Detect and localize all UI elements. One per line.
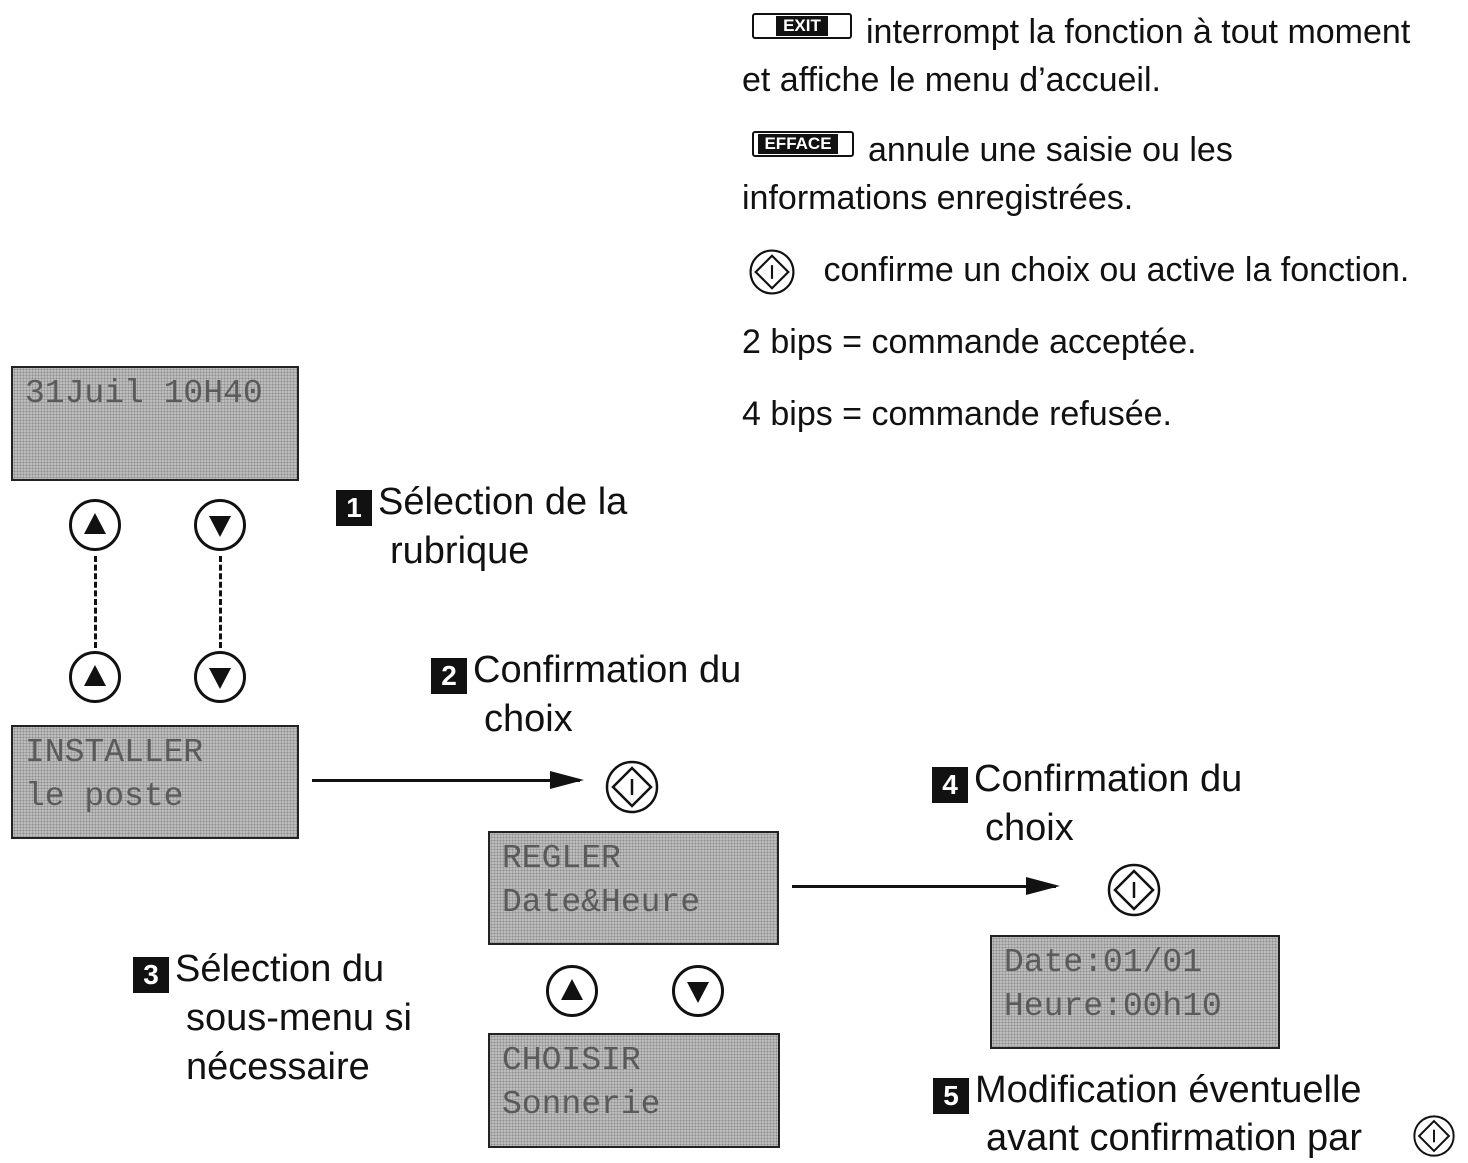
- ok-diamond-icon: [748, 248, 796, 296]
- lcd-regler-line1: REGLER: [502, 840, 621, 877]
- exit-key-icon: EXIT: [752, 13, 852, 39]
- step-4-number: 4: [932, 767, 968, 803]
- step-1-text: Sélection de la: [378, 481, 628, 523]
- step-1-text-cont: rubrique: [390, 530, 530, 572]
- step-5-text-cont: avant confirmation par: [986, 1117, 1362, 1159]
- dashed-connector-up: [94, 556, 97, 648]
- step-4-text-cont: choix: [985, 807, 1074, 849]
- lcd-regler-screen: REGLER Date&Heure: [488, 831, 779, 945]
- down-arrow-key-icon[interactable]: [671, 964, 725, 1018]
- up-arrow-key-icon[interactable]: [68, 498, 122, 552]
- up-arrow-key-icon[interactable]: [545, 964, 599, 1018]
- legend-efface-line: EFFACE annule une saisie ou les: [752, 126, 1233, 174]
- legend-exit-text-cont: et affiche le menu d’accueil.: [742, 61, 1161, 99]
- flow-arrow-1: [312, 771, 584, 789]
- step-3-text-cont: sous-menu si: [186, 997, 412, 1039]
- lcd-date-line1: Date:01/01: [1004, 944, 1203, 981]
- lcd-home-line1: 31Juil 10H40: [25, 375, 263, 412]
- step-5-text: Modification éventuelle: [975, 1069, 1362, 1111]
- lcd-choisir-line1: CHOISIR: [502, 1042, 641, 1079]
- flow-arrow-2: [792, 877, 1060, 895]
- step-3-text-cont2: nécessaire: [186, 1046, 370, 1088]
- legend-efface-text-cont: informations enregistrées.: [742, 179, 1134, 217]
- exit-key-label: EXIT: [776, 16, 828, 36]
- lcd-date-line2: Heure:00h10: [1004, 988, 1222, 1025]
- lcd-installer-line2: le poste: [25, 778, 184, 815]
- ok-diamond-icon[interactable]: [1408, 1114, 1460, 1158]
- step-2-text: Confirmation du: [473, 649, 742, 691]
- lcd-installer-screen: INSTALLER le poste: [11, 725, 299, 839]
- down-arrow-key-icon[interactable]: [193, 498, 247, 552]
- efface-key-icon: EFFACE: [752, 131, 854, 157]
- lcd-regler-line2: Date&Heure: [502, 884, 701, 921]
- step-5-number: 5: [933, 1078, 969, 1114]
- lcd-choisir-line2: Sonnerie: [502, 1086, 661, 1123]
- lcd-installer-line1: INSTALLER: [25, 734, 204, 771]
- step-2-number: 2: [431, 658, 467, 694]
- down-arrow-key-icon[interactable]: [193, 650, 247, 704]
- legend-beeps-refused: 4 bips = commande refusée.: [742, 395, 1172, 433]
- ok-diamond-icon[interactable]: [604, 759, 660, 815]
- legend-efface-text: annule une saisie ou les: [868, 131, 1233, 169]
- legend-ok-text: confirme un choix ou active la fonction.: [823, 251, 1410, 289]
- step-2-text-cont: choix: [484, 698, 573, 740]
- lcd-home-screen: 31Juil 10H40: [11, 366, 299, 481]
- dashed-connector-down: [219, 556, 222, 648]
- legend-beeps-accepted: 2 bips = commande acceptée.: [742, 323, 1197, 361]
- step-3-number: 3: [133, 957, 169, 993]
- legend-exit-line: EXIT interrompt la fonction à tout momen…: [752, 8, 1410, 56]
- efface-key-label: EFFACE: [758, 134, 838, 154]
- ok-diamond-icon[interactable]: [1106, 862, 1162, 918]
- step-4-text: Confirmation du: [974, 758, 1243, 800]
- legend-ok-line: confirme un choix ou active la fonction.: [748, 246, 1409, 296]
- step-1-number: 1: [336, 490, 372, 526]
- up-arrow-key-icon[interactable]: [68, 650, 122, 704]
- legend-exit-text: interrompt la fonction à tout moment: [866, 13, 1411, 51]
- lcd-choisir-screen: CHOISIR Sonnerie: [488, 1033, 780, 1148]
- step-3-text: Sélection du: [175, 948, 385, 990]
- lcd-date-screen: Date:01/01 Heure:00h10: [990, 935, 1280, 1049]
